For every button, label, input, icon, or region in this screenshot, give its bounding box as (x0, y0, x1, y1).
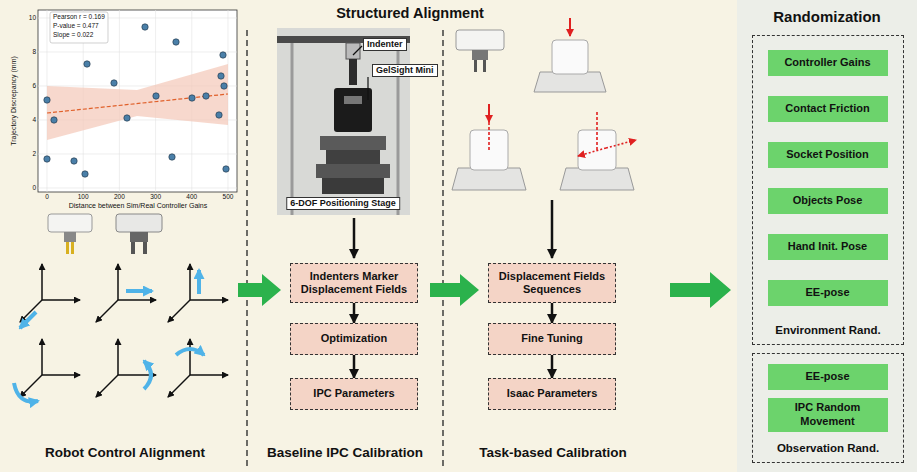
randomization-panel: RandomizationEnvironment Rand. Controller… (737, 0, 917, 472)
process-box: Indenters Marker Displacement Fields (290, 263, 418, 303)
tick-label: 200 (114, 194, 125, 201)
box-label: EE-pose (805, 370, 849, 383)
box-label: IPC Random Movement (774, 401, 882, 427)
randomization-item: EE-pose (768, 280, 888, 306)
randomization-item: Socket Position (768, 142, 888, 168)
process-box: Isaac Parameters (488, 378, 616, 410)
tick-label: 300 (150, 194, 161, 201)
gripper-photos (48, 214, 162, 254)
figure-title: Structured Alignment (336, 6, 484, 21)
section-caption: Task-based Calibration (479, 446, 627, 460)
box-label: Hand Init. Pose (788, 240, 867, 253)
process-box: Displacement Fields Sequences (488, 263, 616, 303)
tick-label: 6 (32, 83, 36, 90)
box-label: Randomization (773, 8, 881, 26)
photo-callout: Indenter (363, 38, 407, 51)
process-box: IPC Parameters (290, 378, 418, 410)
tick-label: 2 (32, 151, 36, 158)
process-box: Fine Tuning (488, 323, 616, 355)
photo-callout: GelSight Mini (372, 64, 438, 77)
randomization-item: Controller Gains (768, 50, 888, 76)
axis-icons (14, 264, 228, 402)
tick-label: 100 (78, 194, 89, 201)
box-label: Fine Tuning (521, 332, 583, 345)
box-label: Objects Pose (793, 194, 863, 207)
section-separators (247, 30, 443, 468)
process-box: Optimization (290, 323, 418, 355)
box-label: Socket Position (786, 148, 869, 161)
section-caption: Baseline IPC Calibration (267, 446, 423, 460)
tick-label: 400 (186, 194, 197, 201)
randomization-item: Objects Pose (768, 188, 888, 214)
flow-connector (353, 303, 356, 323)
section-caption: Robot Control Alignment (45, 446, 205, 460)
randomization-item: Hand Init. Pose (768, 234, 888, 260)
box-label: Optimization (321, 332, 388, 345)
box-label: EE-pose (805, 286, 849, 299)
box-label: Environment Rand. (775, 324, 880, 338)
tick-label: 8 (32, 49, 36, 56)
flow-connector (353, 355, 356, 378)
box-label: IPC Parameters (313, 387, 394, 400)
box-label: Indenters Marker Displacement Fields (297, 270, 411, 296)
photo-callout: 6-DOF Positioning Stage (286, 197, 400, 210)
scatter-plot (38, 10, 237, 192)
randomization-item: EE-pose (768, 364, 888, 390)
tick-label: 500 (223, 194, 234, 201)
box-label: Controller Gains (784, 56, 870, 69)
flow-connector (551, 355, 554, 378)
plot-annotation: P-value = 0.477 (53, 23, 99, 30)
group-box: Observation Rand. EE-poseIPC Random Movem… (752, 353, 904, 463)
tick-label: 0 (45, 194, 49, 201)
box-label: Observation Rand. (777, 442, 879, 456)
tick-label: 0 (32, 185, 36, 192)
setup-photo (277, 28, 410, 215)
plot-annotation: Pearson r = 0.169 (53, 14, 105, 21)
box-label: Displacement Fields Sequences (495, 270, 609, 296)
group-box: Environment Rand. Controller GainsContact… (752, 35, 904, 345)
axis-label: Distance between Sim/Real Controller Gai… (69, 202, 208, 209)
tick-label: 10 (29, 15, 36, 22)
flow-connector (551, 303, 554, 323)
plot-annotation: Slope = 0.022 (53, 32, 93, 39)
axis-label: Trajectory Discrepancy (mm) (10, 56, 17, 146)
task-photos (452, 18, 636, 190)
box-label: Isaac Parameters (507, 387, 598, 400)
tick-label: 4 (32, 117, 36, 124)
randomization-item: Contact Friction (768, 96, 888, 122)
box-label: Contact Friction (785, 102, 869, 115)
randomization-item: IPC Random Movement (768, 398, 888, 432)
